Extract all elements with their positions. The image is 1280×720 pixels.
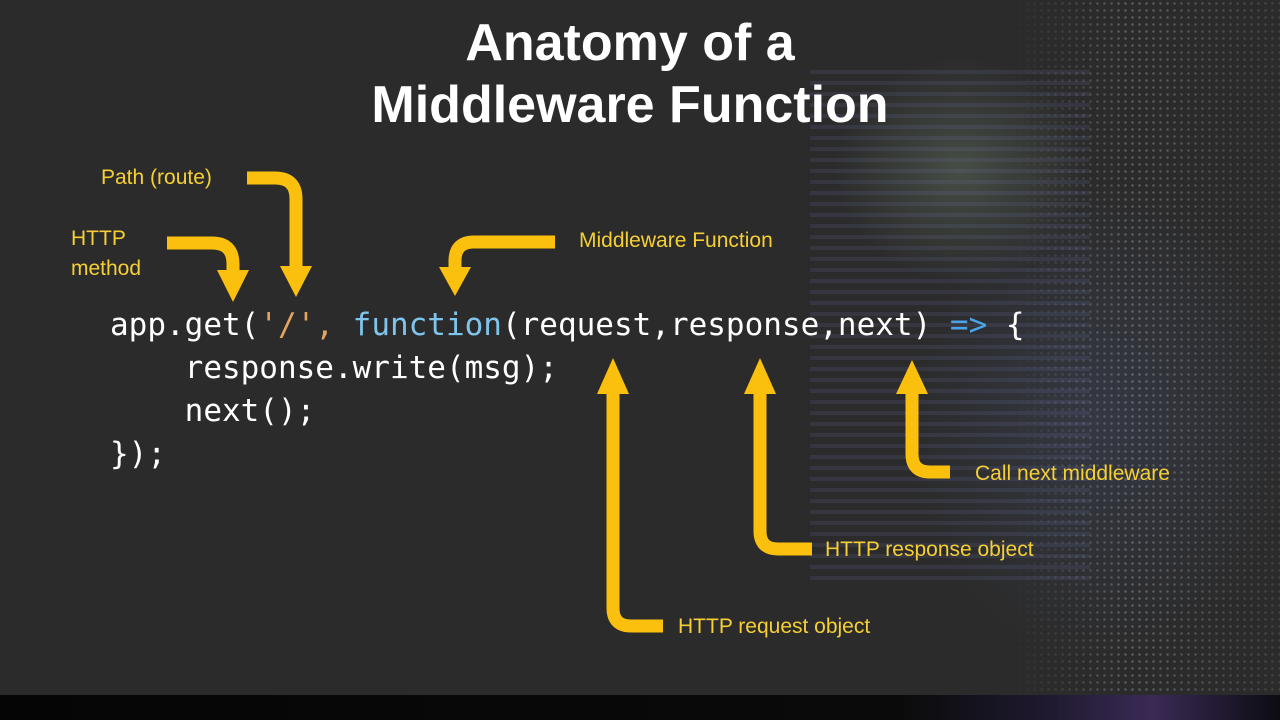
slide-title: Anatomy of a Middleware Function [0,12,1260,136]
arrow-call-next [905,392,950,479]
code-arrow-operator: => [949,307,988,343]
arrowhead-middleware-function [439,267,471,296]
label-http-request: HTTP request object [678,615,871,638]
arrow-path-route [247,171,303,268]
code-line-1: app.get('/', function(request,response,n… [110,307,1025,343]
title-line-2: Middleware Function [371,76,889,134]
code-comma: , [315,307,334,343]
arrowhead-http-response [744,358,776,394]
arrowhead-http-request [597,358,629,394]
code-block: app.get('/', function(request,response,n… [110,304,1025,476]
arrow-http-request [606,392,663,633]
code-app-get: app.get( [110,307,260,343]
code-path-string: '/' [259,307,316,343]
code-open-brace: { [987,307,1025,343]
label-path-route: Path (route) [101,166,212,189]
code-gap [931,307,950,343]
code-line-2: response.write(msg); [110,350,558,386]
arrowhead-call-next [896,360,928,394]
bottom-bar [0,695,1280,720]
arrow-middleware-function [448,235,555,270]
label-call-next: Call next middleware [975,462,1170,485]
code-function-keyword: function [352,307,502,343]
arrowhead-path-route [280,266,312,297]
code-params: (request,response,next) [501,307,932,343]
label-http-response: HTTP response object [825,538,1034,561]
title-line-1: Anatomy of a [465,14,795,72]
label-http-method-line-1: HTTP [71,227,126,250]
arrow-http-method [167,236,240,273]
arrow-http-response [753,392,812,556]
arrowhead-http-method [217,270,249,302]
label-http-method-line-2: method [71,257,142,280]
code-space [334,307,353,343]
code-line-4: }); [110,436,166,472]
code-line-3: next(); [110,393,316,429]
label-http-method: HTTP method [71,224,141,284]
label-middleware-function: Middleware Function [579,229,773,252]
